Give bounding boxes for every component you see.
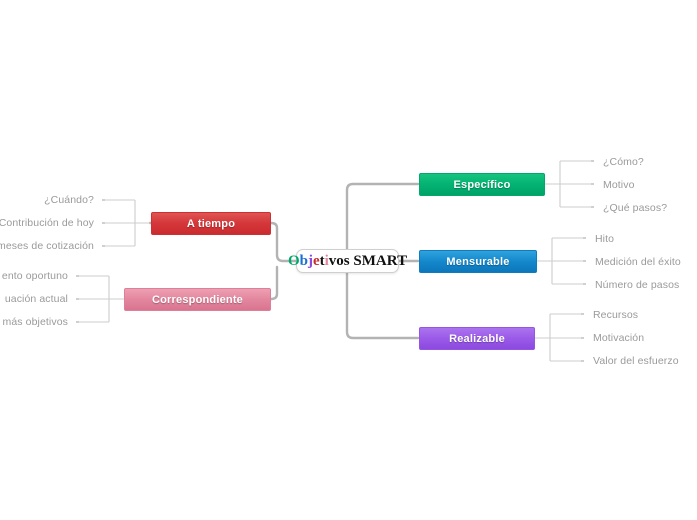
branch-node-correspondiente[interactable]: Correspondiente	[124, 288, 271, 311]
branch-node-label: A tiempo	[186, 217, 236, 230]
leaf-label[interactable]: Hito	[595, 233, 615, 245]
leaf-label[interactable]: Valor del esfuerzo	[593, 355, 679, 367]
connector-realizable-leaves	[535, 313, 582, 362]
leaf-label[interactable]: ¿Cómo?	[603, 156, 644, 168]
leaf-label[interactable]: Número de pasos	[595, 279, 680, 291]
branch-node-mensurable[interactable]: Mensurable	[419, 250, 537, 273]
leaf-label[interactable]: Motivación	[593, 332, 645, 344]
branch-node-label: Mensurable	[446, 255, 510, 268]
branch-node-realizable[interactable]: Realizable	[419, 327, 535, 350]
connector-correspondiente-leaves	[77, 275, 124, 323]
branch-node-label: Correspondiente	[151, 293, 243, 306]
connector-atiempo-leaves	[103, 199, 150, 247]
leaf-label[interactable]: ento oportuno	[1, 270, 68, 282]
leaf-label[interactable]: ¿Qué pasos?	[603, 202, 668, 214]
connector-mensurable-leaves	[537, 237, 584, 285]
leaf-label[interactable]: meses de cotización	[0, 240, 94, 252]
connector-especifico-leaves	[545, 160, 592, 208]
center-node-label: Objetivos SMART	[287, 252, 408, 269]
leaf-label[interactable]: uación actual	[4, 293, 68, 305]
branch-node-label: Específico	[453, 178, 511, 191]
leaf-label[interactable]: Motivo	[603, 179, 635, 191]
leaf-label[interactable]: más objetivos	[2, 316, 68, 328]
branch-node-label: Realizable	[449, 332, 505, 345]
branch-node-especifico[interactable]: Específico	[419, 173, 545, 196]
leaf-label[interactable]: ¿Cuándo?	[44, 194, 94, 206]
connector-center-to-realizable	[345, 264, 420, 340]
center-node[interactable]: Objetivos SMART	[288, 249, 407, 273]
leaf-label[interactable]: Recursos	[593, 309, 639, 321]
branch-node-a-tiempo[interactable]: A tiempo	[151, 212, 271, 235]
leaf-label[interactable]: Medición del éxito	[595, 256, 681, 268]
leaf-label[interactable]: Contribución de hoy	[0, 217, 94, 229]
